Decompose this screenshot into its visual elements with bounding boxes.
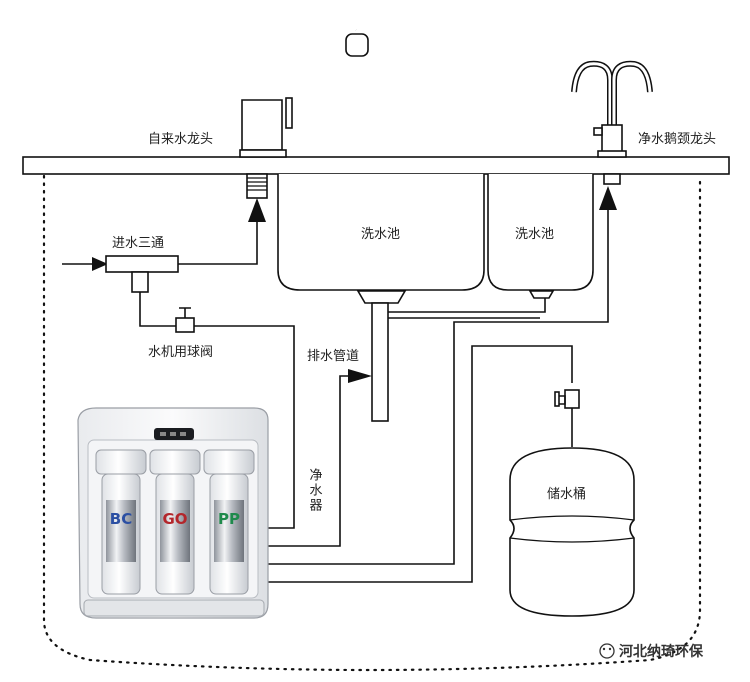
tee-to-tap-pipe xyxy=(178,218,258,265)
label-purifier: 净水器 xyxy=(307,468,323,513)
drain-arrow xyxy=(348,369,372,383)
sink-left-basin xyxy=(277,174,485,291)
pure-water-arrow xyxy=(599,186,617,210)
watermark: 河北纳琦环保 xyxy=(599,643,704,660)
filter-label-pp: PP xyxy=(218,510,240,528)
label-tap-water-faucet: 自来水龙头 xyxy=(148,132,213,147)
watermark-text: 河北纳琦环保 xyxy=(619,643,704,660)
tap-water-faucet xyxy=(239,12,369,199)
tank-valve xyxy=(554,389,580,447)
inlet-arrow-head xyxy=(92,257,108,271)
label-gooseneck-faucet: 净水鹅颈龙头 xyxy=(638,131,716,147)
label-storage-tank: 储水桶 xyxy=(547,487,586,502)
filter-cartridge-pp: PP xyxy=(203,449,255,595)
countertop xyxy=(22,156,730,175)
label-sink-left: 洗水池 xyxy=(361,227,400,242)
tank-pipe xyxy=(266,345,573,583)
filter-label-go: GO xyxy=(162,510,187,528)
drain-standpipe xyxy=(371,302,389,422)
sink-left-drain xyxy=(356,290,407,304)
tee-to-tap-arrow xyxy=(248,198,266,222)
cabinet-outline xyxy=(42,174,702,672)
tee-to-valve-pipe xyxy=(139,292,295,529)
label-sink-right: 洗水池 xyxy=(515,227,554,242)
filter-cartridge-go: GO xyxy=(149,449,201,595)
sink-right-drain xyxy=(528,290,555,299)
inlet-tee xyxy=(105,255,179,273)
drain-connector xyxy=(375,298,546,319)
label-inlet-tee: 进水三通 xyxy=(112,236,164,251)
sink-right-basin xyxy=(487,174,594,291)
pure-water-pipe xyxy=(266,208,609,565)
label-drain-pipe: 排水管道 xyxy=(307,349,359,364)
purifier-drain-pipe xyxy=(266,375,352,547)
storage-tank xyxy=(509,447,635,617)
ball-valve xyxy=(175,307,195,333)
gooseneck-faucet xyxy=(571,60,653,185)
filter-label-bc: BC xyxy=(110,510,132,528)
filter-cartridge-bc: BC xyxy=(95,449,147,595)
wechat-icon xyxy=(599,643,615,659)
inlet-tee-branch xyxy=(131,271,149,293)
label-ball-valve: 水机用球阀 xyxy=(148,345,213,360)
